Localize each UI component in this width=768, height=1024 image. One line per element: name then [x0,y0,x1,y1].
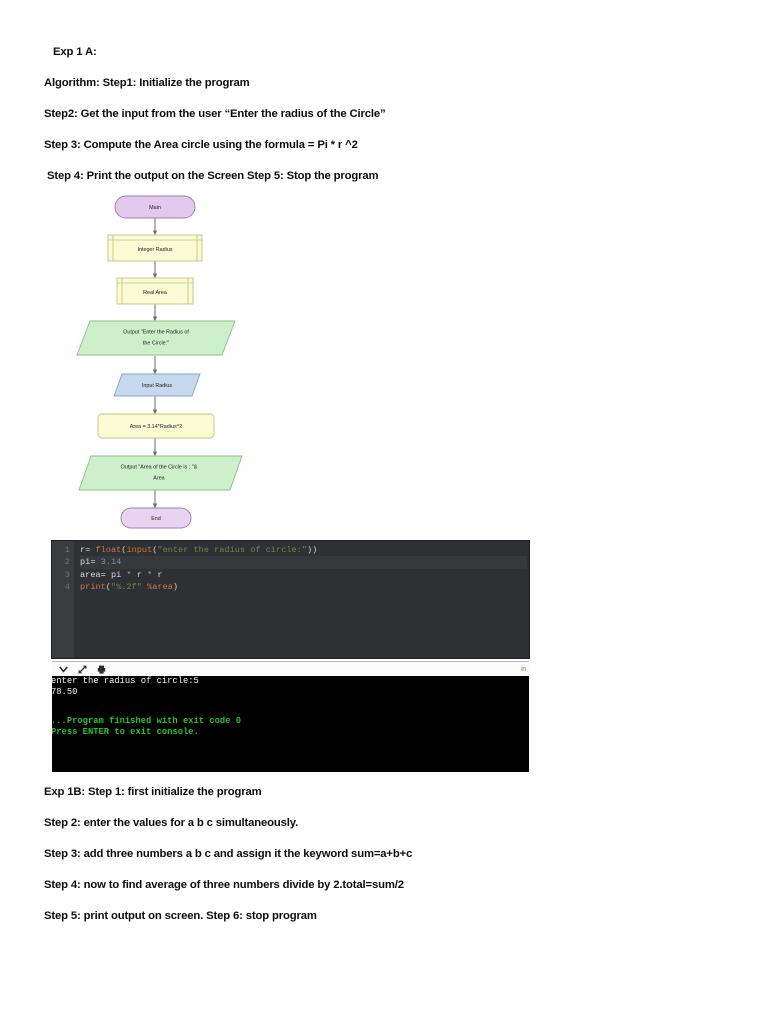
flow-node-compute-area: Area = 3.14*Radius^2 [97,413,215,439]
code-token: ( [121,545,127,555]
flow-node-input-radius-label: Input Radius [142,383,173,389]
code-token: "%.2f" [110,582,142,593]
code-token: 3.14 [100,557,122,568]
code-line[interactable]: r= float(input("enter the radius of circ… [80,544,527,556]
gutter-line-number: 4 [64,582,70,593]
flow-node-end-label: End [151,516,161,522]
exp1b-step-2: Step 2: enter the values for a b c simul… [44,817,299,830]
code-line[interactable]: area= pi * r * r [80,569,527,581]
console-line: Press ENTER to exit console. [52,727,199,738]
code-token: "enter the radius of circle:" [157,545,307,555]
console-line: enter the radius of circle:5 [52,676,199,686]
code-content[interactable]: r= float(input("enter the radius of circ… [80,544,527,594]
expand-icon[interactable] [75,663,90,675]
flow-node-decl-area: Real Area [116,277,194,305]
exp1a-heading: Exp 1 A: [53,46,97,58]
console-line: 78.50 [52,687,78,698]
exp1b-step-5: Step 5: print output on screen. Step 6: … [44,910,317,923]
code-token: * [147,569,153,580]
flow-node-decl-radius: Integer Radius [107,234,203,262]
code-token: r [152,569,163,580]
flow-node-input-radius: Input Radius [113,373,201,397]
flow-node-compute-area-label: Area = 3.14*Radius^2 [130,424,182,430]
flow-node-output-area-label-1: Output "Area of the Circle is : "& [121,464,198,470]
flowchart-diagram: Main Integer Radius Real Area [60,190,320,530]
toolbar-status-label: in [521,665,526,673]
code-editor-panel[interactable]: 1 2 3 4 r= float(input("enter the radius… [52,541,529,658]
code-token: * [126,569,132,580]
algorithm-step-3: Step 3: Compute the Area circle using th… [44,139,358,152]
algorithm-step-1: Algorithm: Step1: Initialize the program [44,77,250,90]
code-token: input [126,545,153,555]
code-token: print [80,582,106,593]
code-token: float [95,545,122,555]
code-token: r= [80,545,96,555]
code-token: ( [105,582,111,593]
clear-icon[interactable] [94,663,109,675]
code-token: )) [306,545,318,555]
exp1b-step-3: Step 3: add three numbers a b c and assi… [44,848,413,861]
exp1b-step-4: Step 4: now to find average of three num… [44,879,404,892]
code-token: ) [172,582,179,593]
flow-node-decl-area-label: Real Area [143,290,167,296]
code-gutter: 1 2 3 4 [52,541,74,658]
algorithm-text-block: Exp 1 A: Algorithm: Step1: Initialize th… [44,46,734,201]
chevron-down-icon[interactable] [56,663,71,675]
gutter-line-number: 3 [64,569,70,580]
code-token: r [131,569,148,580]
code-token: area= pi [80,569,127,580]
code-token: pi= [80,557,101,568]
exp1b-text-block: Exp 1B: Step 1: first initialize the pro… [44,786,734,941]
code-token: ( [152,545,158,555]
flow-node-start-label: Main [149,205,161,211]
code-token: %area [141,582,173,593]
algorithm-step-4: Step 4: Print the output on the Screen S… [47,170,379,183]
flow-node-start: Main [114,195,196,219]
flow-node-output-area-label-2: Area [153,475,164,481]
flow-node-end: End [120,507,192,529]
code-line[interactable]: pi= 3.14 [80,556,527,569]
flow-node-output-prompt-label-1: Output "Enter the Radius of [123,329,189,335]
console-line [52,699,529,716]
code-line[interactable]: print("%.2f" %area) [80,581,527,593]
flow-node-output-area: Output "Area of the Circle is : "& Area [78,455,243,491]
gutter-line-number: 2 [64,557,70,568]
flow-node-decl-radius-label: Integer Radius [137,247,172,253]
console-toolbar[interactable]: in [52,661,529,677]
exp1b-step-1: Exp 1B: Step 1: first initialize the pro… [44,786,262,798]
algorithm-step-2: Step2: Get the input from the user “Ente… [44,108,386,121]
flow-node-output-prompt: Output "Enter the Radius of the Circle:" [76,320,236,356]
console-line: ...Program finished with exit code 0 [52,715,242,726]
flow-node-output-prompt-label-2: the Circle:" [143,340,169,346]
gutter-line-number: 1 [64,545,70,555]
